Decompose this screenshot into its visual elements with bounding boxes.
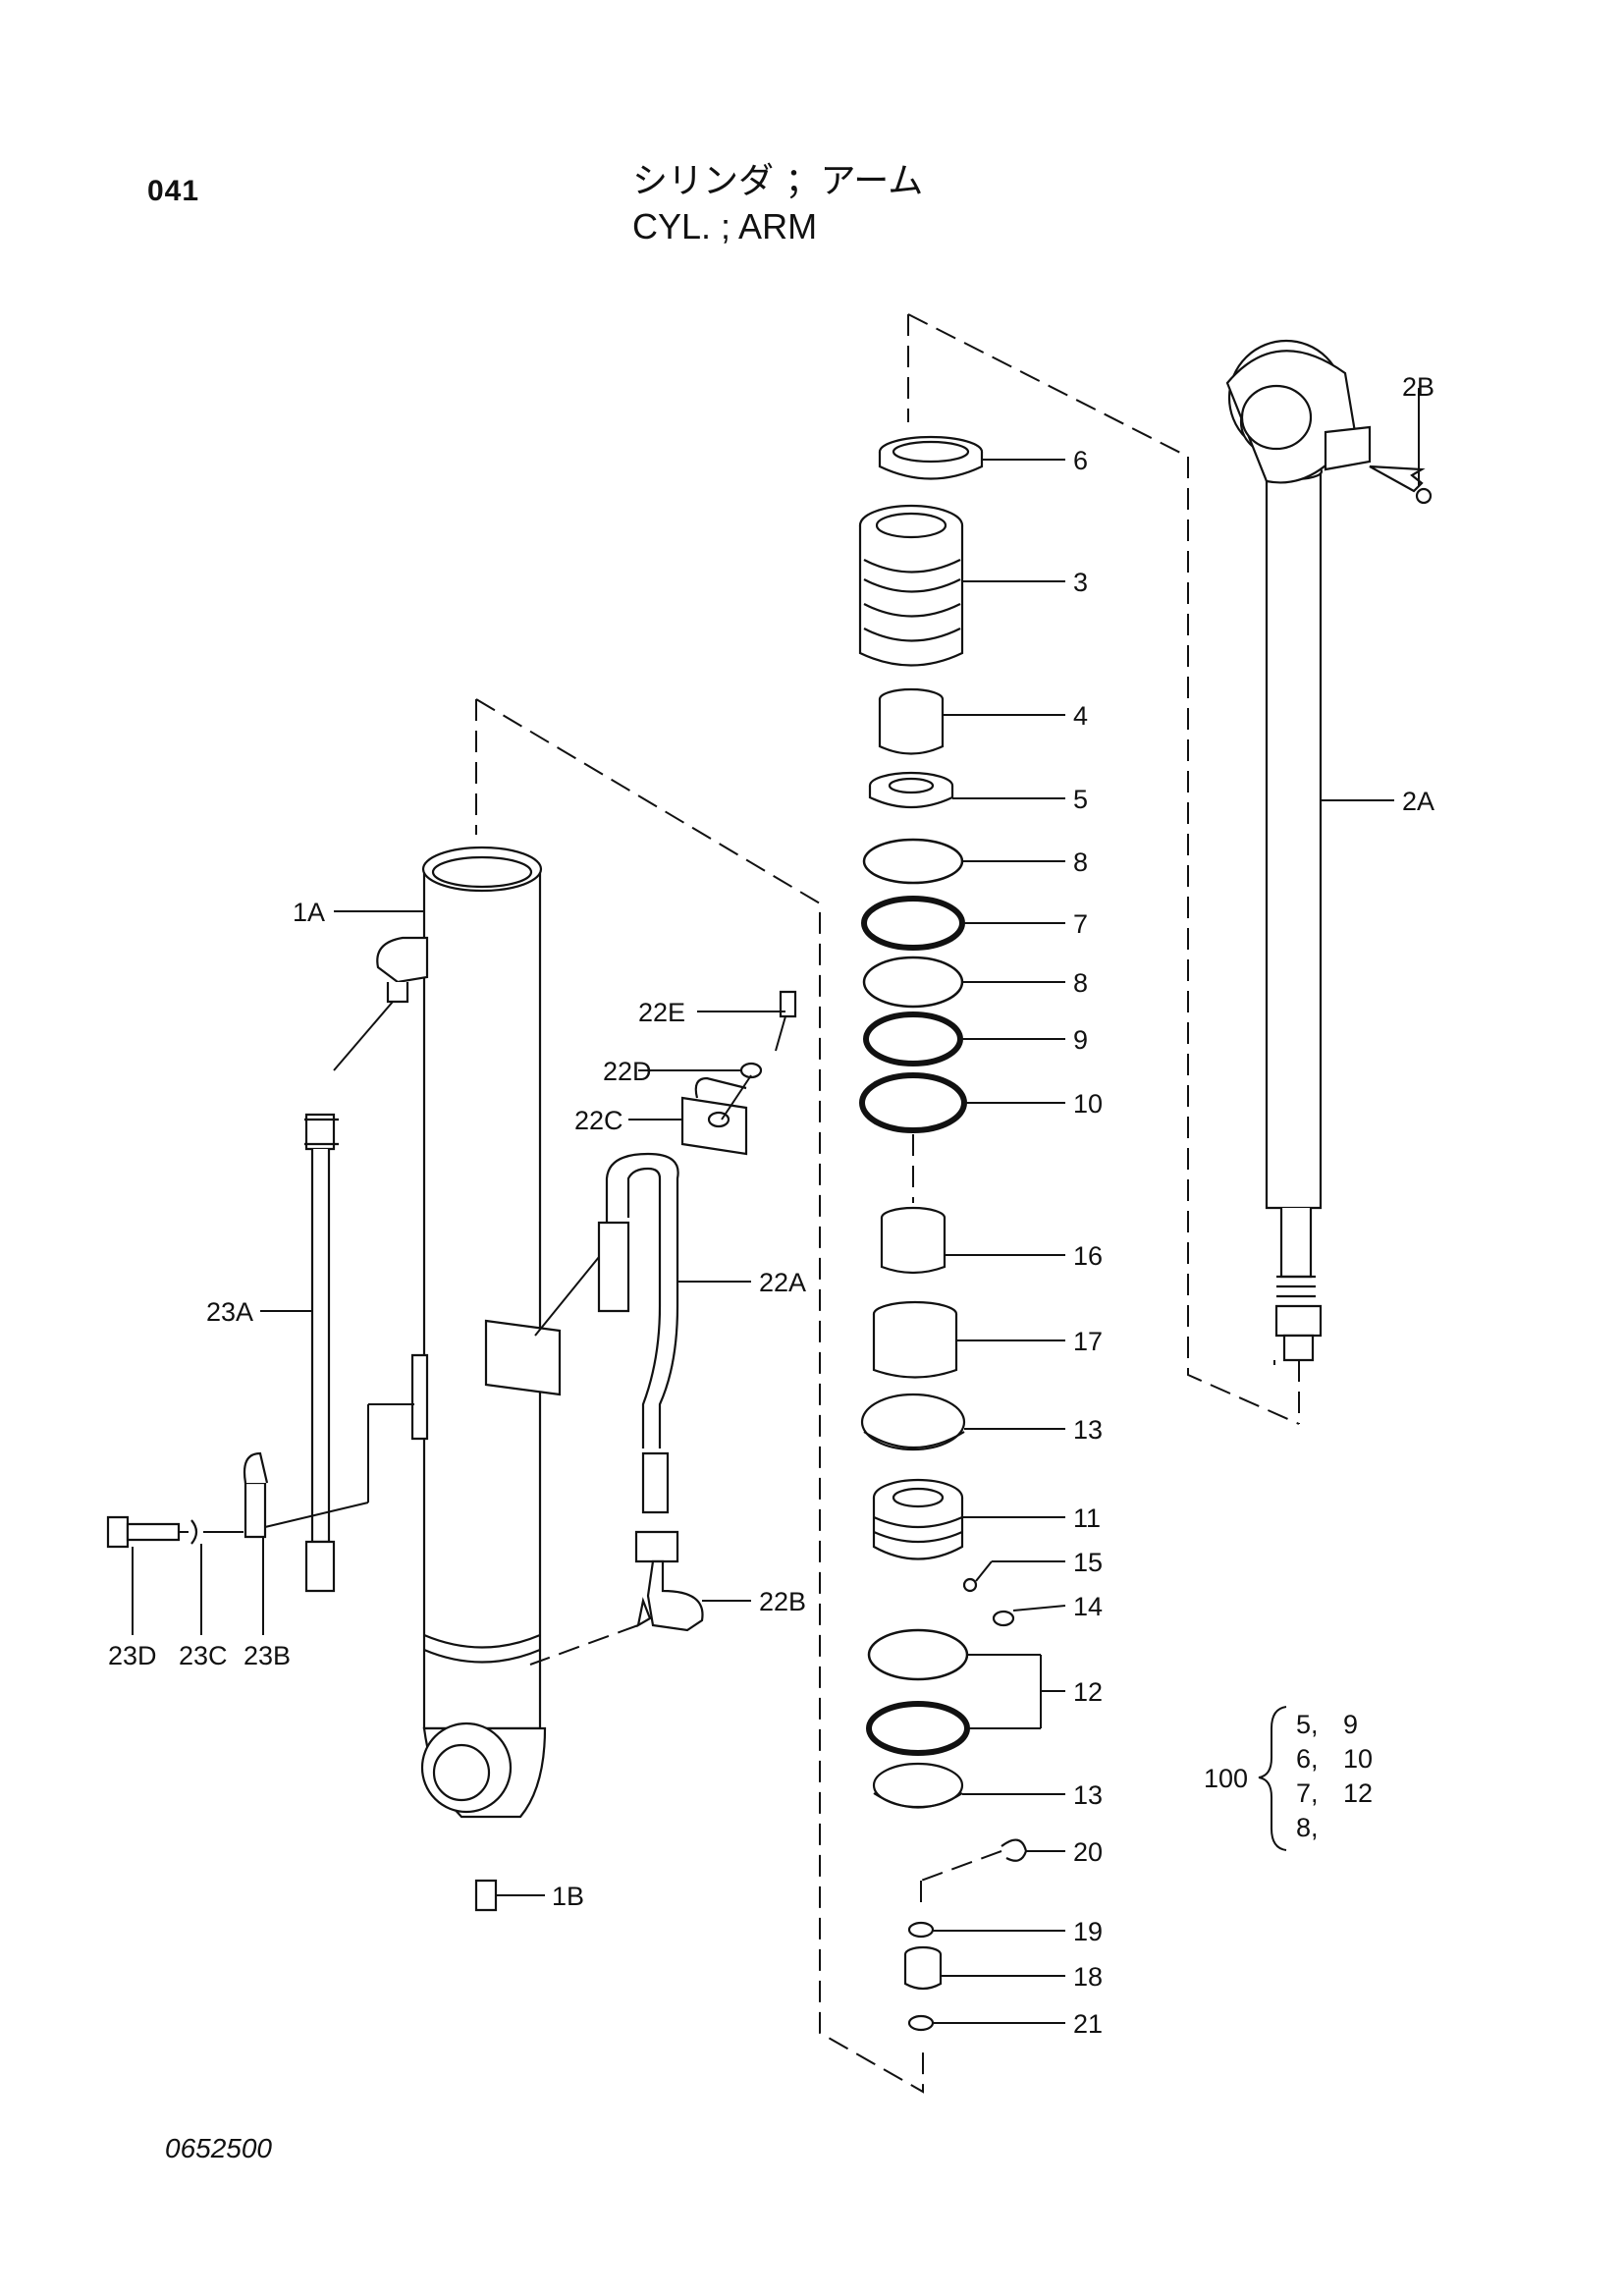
callout-22C: 22C	[574, 1106, 623, 1135]
clamp-23-drawing	[106, 1403, 414, 1549]
cylinder-tube-drawing	[376, 846, 562, 1912]
clamp-22-drawing	[680, 990, 797, 1156]
callout-23B: 23B	[243, 1641, 291, 1670]
callout-8-bottom: 8	[1073, 968, 1088, 998]
callout-20: 20	[1073, 1837, 1103, 1867]
callout-2A: 2A	[1402, 787, 1434, 816]
seal-kit-row3-b: 12	[1343, 1778, 1373, 1808]
callout-4: 4	[1073, 701, 1088, 731]
callout-18: 18	[1073, 1962, 1103, 1992]
seal-kit-row4-a: 8,	[1296, 1813, 1319, 1842]
leader-lines	[132, 459, 1394, 2024]
seal-kit-row3-a: 7,	[1296, 1778, 1319, 1808]
callout-1A: 1A	[293, 898, 325, 927]
callout-13-top: 13	[1073, 1415, 1103, 1445]
pipe-23a-drawing	[304, 1001, 394, 1593]
callout-8-top: 8	[1073, 847, 1088, 877]
callout-15: 15	[1073, 1548, 1103, 1577]
callout-11: 11	[1073, 1503, 1101, 1533]
seal-kit-row2-a: 6,	[1296, 1744, 1319, 1774]
callout-22E: 22E	[638, 998, 685, 1027]
middle-parts-stack	[858, 435, 1028, 2032]
seal-kit-row2-b: 10	[1343, 1744, 1373, 1774]
callout-22A: 22A	[759, 1268, 806, 1297]
elbow-22b-drawing	[529, 1559, 704, 1666]
grease-nipple-2b-drawing	[1369, 388, 1433, 505]
callout-2B: 2B	[1402, 372, 1434, 402]
callout-22B: 22B	[759, 1587, 806, 1616]
seal-kit-row1-a: 5,	[1296, 1710, 1319, 1739]
callout-1B: 1B	[552, 1882, 584, 1911]
title-japanese: シリンダ ；アーム	[632, 161, 924, 201]
piston-rod-drawing	[1225, 339, 1372, 1424]
page-number: 041	[147, 175, 200, 207]
callout-23C: 23C	[179, 1641, 228, 1670]
callout-6: 6	[1073, 446, 1088, 475]
callout-17: 17	[1073, 1327, 1103, 1356]
callout-5: 5	[1073, 785, 1088, 814]
callout-23A: 23A	[206, 1297, 253, 1327]
callout-12: 12	[1073, 1677, 1103, 1707]
hose-22a-drawing	[534, 1152, 679, 1563]
callout-19: 19	[1073, 1917, 1103, 1946]
seal-kit-table: 100 5, 9 6, 10 7, 12 8,	[1204, 1706, 1373, 1851]
seal-kit-row1-b: 9	[1343, 1710, 1358, 1739]
callout-7: 7	[1073, 909, 1088, 939]
callout-9: 9	[1073, 1025, 1088, 1055]
callout-13-bottom: 13	[1073, 1780, 1103, 1810]
callout-3: 3	[1073, 568, 1088, 597]
callout-22D: 22D	[603, 1057, 652, 1086]
title-english: CYL. ; ARM	[632, 206, 818, 246]
callout-10: 10	[1073, 1089, 1103, 1119]
callout-14: 14	[1073, 1592, 1103, 1621]
callout-23D: 23D	[108, 1641, 157, 1670]
callout-16: 16	[1073, 1241, 1103, 1271]
callout-21: 21	[1073, 2009, 1103, 2039]
seal-kit-number: 100	[1204, 1764, 1248, 1793]
drawing-number: 0652500	[165, 2133, 273, 2163]
